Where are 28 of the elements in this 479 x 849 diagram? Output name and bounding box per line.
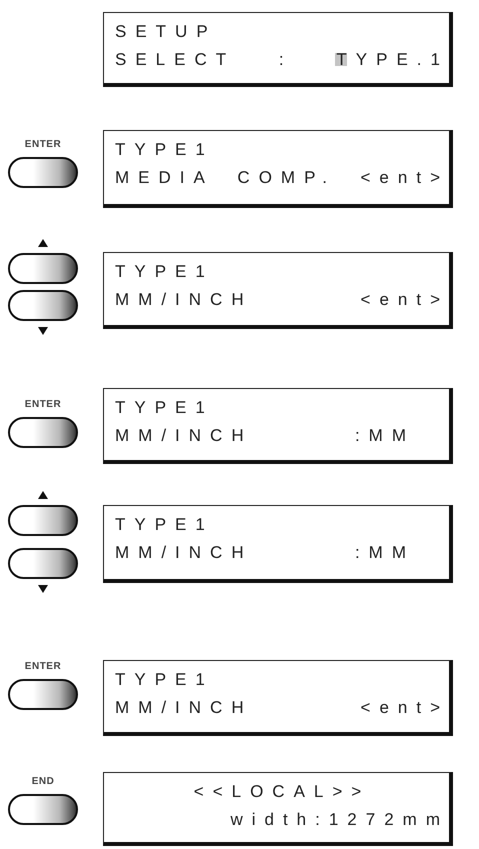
- display-text: TYPE1: [115, 669, 215, 691]
- lcd-screen: [103, 772, 453, 846]
- button-label: ENTER: [24, 399, 62, 411]
- button-icon: [8, 505, 78, 536]
- display-text: MM/INCH <ent>: [115, 289, 449, 311]
- display-text: TYPE1: [115, 139, 215, 161]
- display-text: SETUP: [115, 21, 218, 43]
- button-icon: [8, 548, 78, 579]
- lcd-screen: [103, 252, 453, 329]
- display-text: TYPE1: [115, 397, 215, 419]
- display-text: MM/INCH <ent>: [115, 697, 449, 719]
- lcd-screen: [103, 505, 453, 583]
- button-label: ENTER: [24, 661, 62, 673]
- lcd-screen: [103, 12, 453, 87]
- lcd-screen: [103, 130, 453, 208]
- button-label: END: [32, 776, 54, 788]
- lcd-screen: [103, 660, 453, 736]
- display-text: width:1272mm: [229, 809, 449, 831]
- button-label: ENTER: [24, 139, 62, 151]
- lcd-screen: [103, 388, 453, 464]
- display-text: MEDIA COMP. <ent>: [115, 167, 449, 189]
- button-icon: [8, 290, 78, 321]
- display-text: TYPE1: [115, 261, 215, 283]
- display-text: MM/INCH :MM: [115, 542, 415, 564]
- display-text: TYPE1: [115, 514, 215, 536]
- display-text: <<LOCAL>>: [192, 781, 372, 803]
- display-text: MM/INCH :MM: [115, 425, 415, 447]
- button-icon: [8, 253, 78, 284]
